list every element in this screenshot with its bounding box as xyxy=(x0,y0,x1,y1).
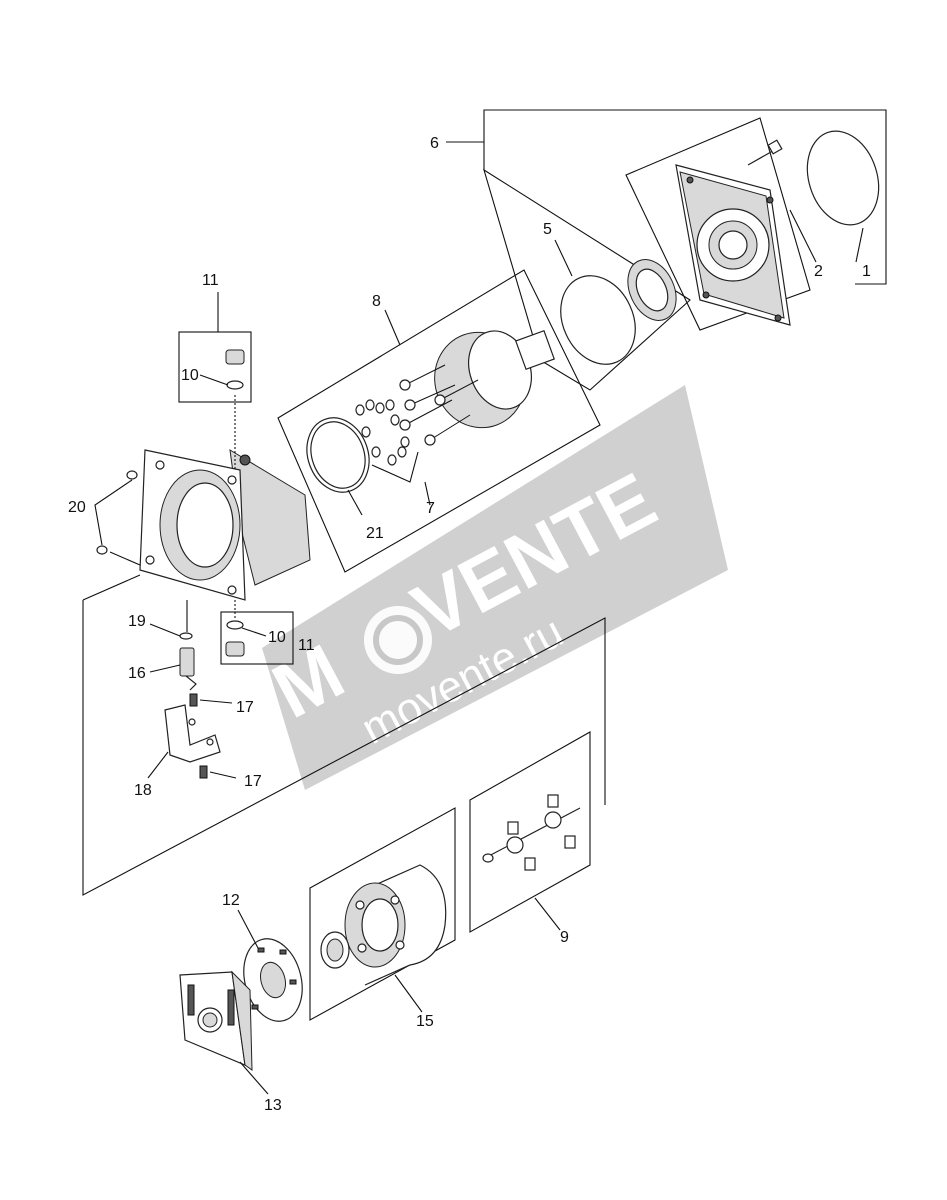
callout-7: 7 xyxy=(426,500,435,517)
part-18-bracket xyxy=(164,704,221,763)
part-16-sensor xyxy=(179,600,197,691)
watermark-logo-ring xyxy=(373,615,423,665)
part-20-pins xyxy=(94,470,141,566)
callouts: 1 2 6 5 8 11 10 20 21 7 19 10 11 16 17 1… xyxy=(68,135,871,1114)
callout-11b: 11 xyxy=(298,637,315,654)
callout-12: 12 xyxy=(222,892,240,909)
callout-2: 2 xyxy=(814,263,823,280)
callout-9: 9 xyxy=(560,929,569,946)
callout-18: 18 xyxy=(134,782,152,799)
part-21-o-ring xyxy=(306,417,370,493)
group-frames xyxy=(82,109,887,1021)
part-9-center-pin xyxy=(482,794,581,871)
part-5-seal xyxy=(560,259,677,365)
housing xyxy=(139,449,311,601)
part-15-cylinder-block xyxy=(320,864,447,986)
callout-10b: 10 xyxy=(268,629,286,646)
part-10-11-plugs xyxy=(225,349,245,657)
part-2-flange xyxy=(675,139,791,326)
callout-17a: 17 xyxy=(236,699,254,716)
part-8-shaft-group xyxy=(399,330,555,446)
callout-11a: 11 xyxy=(202,272,219,289)
part-17-screws xyxy=(189,693,208,779)
callout-21: 21 xyxy=(366,525,384,542)
callout-16: 16 xyxy=(128,665,146,682)
callout-13: 13 xyxy=(264,1097,282,1114)
watermark-band xyxy=(262,385,728,790)
pistons xyxy=(399,364,479,446)
callout-8: 8 xyxy=(372,293,381,310)
callout-6: 6 xyxy=(430,135,439,152)
callout-10a: 10 xyxy=(181,367,199,384)
part-13-port-plate xyxy=(179,970,253,1071)
callout-5: 5 xyxy=(543,221,552,238)
leader-lines xyxy=(147,141,864,1095)
part-1-gasket xyxy=(806,130,880,226)
callout-17b: 17 xyxy=(244,773,262,790)
callout-19: 19 xyxy=(128,613,146,630)
part-7-o-rings xyxy=(355,399,419,483)
callout-1: 1 xyxy=(862,263,871,280)
callout-15: 15 xyxy=(416,1013,434,1030)
callout-20: 20 xyxy=(68,499,86,516)
